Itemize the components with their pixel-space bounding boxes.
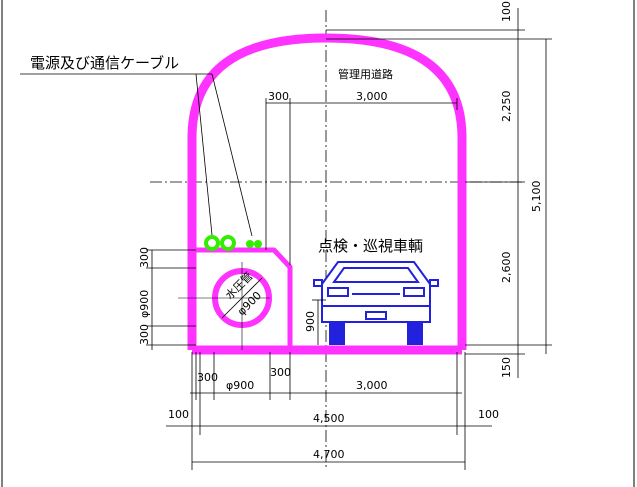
dim-ledge-top: 300 [268,90,289,103]
tunnel-arch-wall [187,33,467,350]
cable-conduit-2 [220,235,236,251]
dim-bottom-slab: 150 [500,357,513,378]
dim-top-clearance: 100 [500,1,513,22]
dim-left-300-bot: 300 [138,324,151,345]
pipe-ledge-block [194,247,293,348]
tunnel-lining [187,33,467,355]
cable-leader-1 [195,73,213,236]
vehicle-label: 点検・巡視車輌 [318,237,423,255]
cable-leader-2 [211,73,253,237]
cable-conduit-1 [204,235,220,251]
dim-left-100: 100 [168,408,189,421]
left-dimensions [146,249,196,350]
cable-conduit-3 [246,240,254,248]
dim-block-900: 900 [304,311,317,332]
dim-bottom-300-right: 300 [270,366,291,379]
car-windshield [332,267,420,283]
dim-wall-height: 2,600 [500,252,513,284]
car-right-mirror [429,279,439,287]
top-dimensions [265,98,458,265]
cable-conduit-icon [204,235,262,251]
cable-label: 電源及び通信ケーブル [30,54,179,72]
car-left-wheel [329,321,345,345]
dim-left-300-top: 300 [138,247,151,268]
dim-inner-4500: 4,500 [313,412,345,425]
dim-outer-4700: 4,700 [313,448,345,461]
right-dimensions [326,8,552,378]
dim-road-width-top: 3,000 [356,90,388,103]
car-front-icon [313,261,439,345]
car-left-headlight [327,287,349,297]
cable-conduit-4 [254,240,262,248]
dim-arch-height: 2,250 [500,91,513,123]
block-height-dimension [312,299,326,345]
dim-bottom-3000: 3,000 [356,379,388,392]
dim-total-height: 5,100 [530,181,543,213]
dim-bottom-phi900: φ900 [226,379,254,392]
dim-left-phi900: φ900 [138,290,151,318]
car-right-wheel [407,321,423,345]
bottom-dimensions [166,352,492,470]
dim-bottom-300-left: 300 [197,371,218,384]
car-left-mirror [313,279,323,287]
dim-right-100: 100 [478,408,499,421]
car-right-headlight [403,287,425,297]
road-label: 管理用道路 [338,67,393,81]
car-plate [365,311,387,320]
